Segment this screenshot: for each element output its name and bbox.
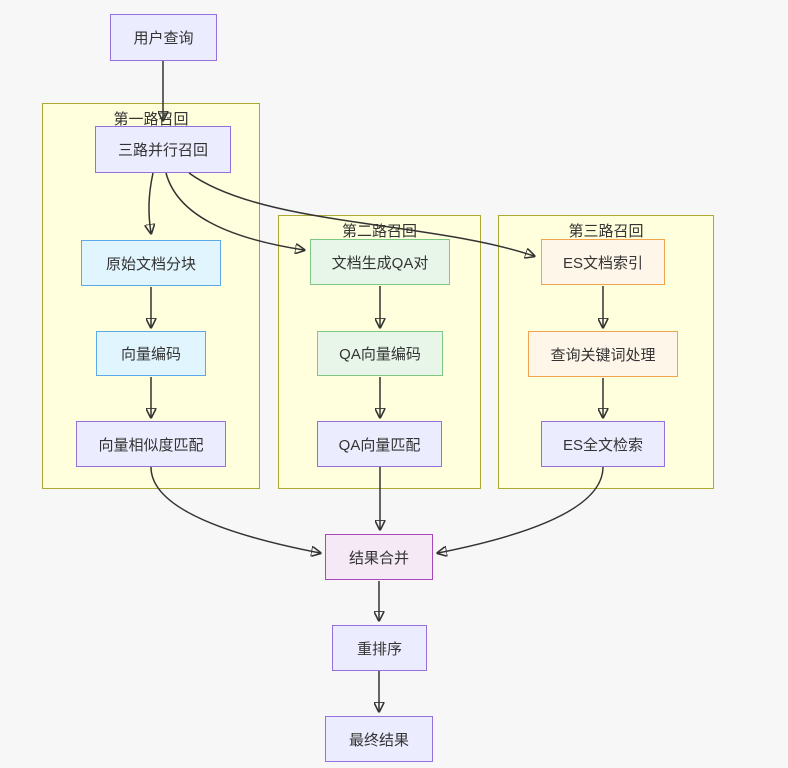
node-parallel-recall-label: 三路并行召回 <box>117 142 208 159</box>
node-doc-gen-qa-label: 文档生成QA对 <box>331 254 429 272</box>
node-user-query: 用户查询 <box>110 14 217 61</box>
node-es-doc-index: ES文档索引 <box>541 239 665 285</box>
node-vector-sim-match-label: 向量相似度匹配 <box>98 436 204 454</box>
node-parallel-recall: 三路并行召回 <box>95 126 231 173</box>
node-merge: 结果合并 <box>325 534 433 580</box>
node-rerank-label: 重排序 <box>356 640 402 658</box>
subgraph-recall-path-2-label: 第二路召回 <box>341 223 417 240</box>
node-merge-label: 结果合并 <box>348 549 409 567</box>
node-final: 最终结果 <box>325 716 433 762</box>
node-es-doc-index-label: ES文档索引 <box>562 254 643 272</box>
node-doc-chunk: 原始文档分块 <box>81 240 221 286</box>
node-qa-vector-match: QA向量匹配 <box>317 421 442 467</box>
node-qa-vector-encode-label: QA向量编码 <box>339 346 421 363</box>
node-user-query-label: 用户查询 <box>133 30 194 47</box>
node-query-keyword-label: 查询关键词处理 <box>550 346 656 364</box>
node-qa-vector-match-label: QA向量匹配 <box>338 436 421 454</box>
node-final-label: 最终结果 <box>348 731 409 749</box>
node-es-fulltext-label: ES全文检索 <box>562 436 643 454</box>
subgraph-recall-path-3-label: 第三路召回 <box>568 223 644 240</box>
node-doc-gen-qa: 文档生成QA对 <box>310 239 450 285</box>
node-qa-vector-encode: QA向量编码 <box>317 331 443 376</box>
node-vector-encode-label: 向量编码 <box>120 346 181 363</box>
node-doc-chunk-label: 原始文档分块 <box>105 255 196 273</box>
node-vector-encode: 向量编码 <box>96 331 206 376</box>
subgraph-recall-path-1-label: 第一路召回 <box>113 111 189 128</box>
node-vector-sim-match: 向量相似度匹配 <box>76 421 226 467</box>
node-query-keyword: 查询关键词处理 <box>528 331 678 377</box>
node-rerank: 重排序 <box>332 625 427 671</box>
node-es-fulltext: ES全文检索 <box>541 421 665 467</box>
